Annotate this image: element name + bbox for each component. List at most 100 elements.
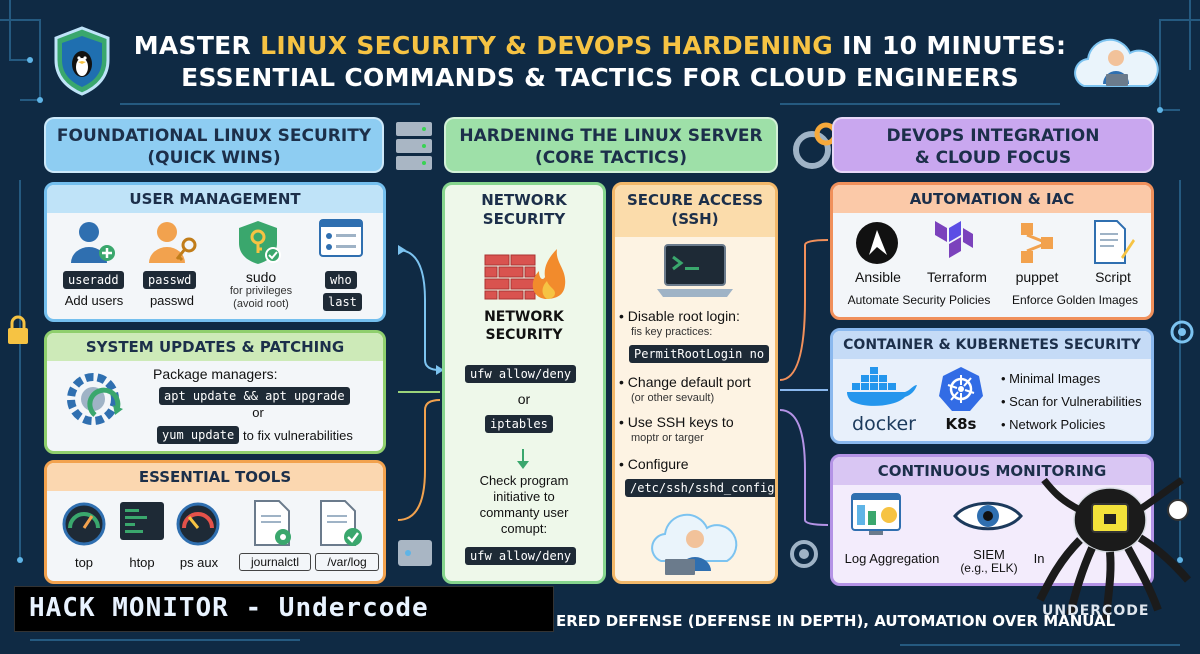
- bullet-3-line-2: moptr or targer: [631, 432, 704, 444]
- or-label: or: [517, 391, 531, 407]
- k8s-bullet: • Scan for Vulnerabilities: [1001, 394, 1142, 409]
- column-header-hardening: HARDENING THE LINUX SERVER (CORE TACTICS…: [444, 117, 778, 173]
- arrow-down-icon: [517, 449, 529, 469]
- k8s-bullet: • Minimal Images: [1001, 371, 1101, 386]
- column-header-foundational: FOUNDATIONAL LINUX SECURITY (QUICK WINS): [44, 117, 384, 173]
- yum-description: to fix vulnerabilities: [243, 428, 353, 443]
- heading-line: (SSH): [671, 210, 719, 228]
- package-managers-label: Package managers:: [153, 366, 278, 382]
- iac-tool-label: Script: [1095, 269, 1131, 285]
- panel-heading: AUTOMATION & IAC: [833, 185, 1151, 213]
- tool-label: journalctl: [239, 553, 311, 571]
- add-user-icon: [71, 222, 115, 263]
- iac-caption-1: Automate Security Policies: [847, 293, 991, 307]
- bullet-text: Configure: [627, 456, 689, 472]
- siem-example-label: (e.g., ELK): [960, 561, 1018, 575]
- heading-line: NETWORK: [481, 191, 567, 209]
- column-header-line: HARDENING THE LINUX SERVER: [459, 126, 763, 146]
- column-header-line: DEVOPS INTEGRATION: [886, 126, 1100, 146]
- title-highlight: LINUX SECURITY & DEVOPS HARDENING: [260, 31, 834, 60]
- panel-heading: USER MANAGEMENT: [47, 185, 383, 213]
- bullet-4-line-1: • Configure: [619, 456, 689, 472]
- column-header-line: (QUICK WINS): [147, 148, 281, 168]
- ufw-command: ufw allow/deny: [465, 365, 577, 383]
- bullet-1-line-2: fis key practices:: [631, 326, 713, 338]
- iac-tool-label: Terraform: [927, 269, 987, 285]
- column-header-devops: DEVOPS INTEGRATION & CLOUD FOCUS: [832, 117, 1154, 173]
- firewall-icon: [484, 249, 566, 300]
- panel-heading: SYSTEM UPDATES & PATCHING: [47, 333, 383, 361]
- permit-root-login-command: PermitRootLogin no: [629, 345, 770, 363]
- iac-tool-label: Ansible: [855, 269, 901, 285]
- tool-label: top: [74, 555, 94, 570]
- panel-heading: ESSENTIAL TOOLS: [47, 463, 383, 491]
- bullet-text: Scan for Vulnerabilities: [1009, 394, 1142, 409]
- column-header-line: & CLOUD FOCUS: [914, 148, 1072, 168]
- heading-line: SECURITY: [482, 210, 566, 228]
- automation-iac-panel: AUTOMATION & IAC Ansible Terraform puppe…: [830, 182, 1154, 320]
- docker-whale-icon: [847, 367, 917, 406]
- puppet-logo-icon: [1021, 223, 1053, 263]
- log-aggregation-label: Log Aggregation: [844, 551, 940, 566]
- essential-tools-panel: ESSENTIAL TOOLS top htop ps aux journalc…: [44, 460, 386, 584]
- tool-label: ps aux: [179, 555, 219, 570]
- sudo-shield-icon: [239, 221, 281, 264]
- secure-access-ssh-panel: SECURE ACCESS (SSH) • Disable root login…: [612, 182, 778, 584]
- cpu-gauge-icon: [176, 502, 220, 546]
- terminal-window-icon: [120, 502, 164, 540]
- kubernetes-logo-icon: [939, 367, 983, 411]
- title-prefix: MASTER: [133, 31, 261, 60]
- system-updates-panel: SYSTEM UPDATES & PATCHING Package manage…: [44, 330, 386, 454]
- title-line-2: ESSENTIAL COMMANDS & TACTICS FOR CLOUD E…: [181, 63, 1019, 92]
- k8s-bullet: • Network Policies: [1001, 417, 1106, 432]
- column-header-line: FOUNDATIONAL LINUX SECURITY: [56, 126, 372, 146]
- column-header-line: (CORE TACTICS): [535, 148, 687, 168]
- ufw-command-2: ufw allow/deny: [465, 547, 577, 565]
- update-gear-icon: [67, 373, 123, 425]
- useradd-command: useradd: [63, 271, 124, 289]
- log-file-check-icon: [320, 500, 362, 546]
- continuous-monitoring-panel: CONTINUOUS MONITORING Log Aggregation SI…: [830, 454, 1154, 586]
- heading-line: SECURE ACCESS: [626, 191, 764, 209]
- gauge-icon: [62, 502, 106, 546]
- docker-label: docker: [852, 413, 916, 435]
- user-key-icon: [149, 222, 197, 263]
- tool-label: /var/log: [315, 553, 379, 571]
- network-sub-line-1: NETWORK: [484, 309, 564, 325]
- k8s-label: K8s: [945, 415, 977, 433]
- iac-caption-2: Enforce Golden Images: [1011, 293, 1139, 307]
- partial-label: In: [1033, 551, 1045, 566]
- cloud-user-laptop-icon: [651, 513, 738, 575]
- footer-tagline: ERED DEFENSE (DEFENSE IN DEPTH), AUTOMAT…: [556, 612, 1116, 630]
- panel-heading: CONTAINER & KUBERNETES SECURITY: [833, 331, 1151, 359]
- bullet-2-line-2: (or other sevault): [631, 392, 715, 404]
- iptables-command: iptables: [485, 415, 553, 433]
- bullet-1-line-1: • Disable root login:: [619, 308, 740, 324]
- panel-heading: CONTINUOUS MONITORING: [833, 457, 1151, 485]
- or-label: or: [252, 405, 264, 420]
- bullet-text: Change default port: [627, 374, 751, 390]
- check-line-3: commanty user: [479, 505, 569, 520]
- bullet-text: Use SSH keys to: [627, 414, 734, 430]
- who-command: who: [325, 271, 357, 289]
- sshd-config-command: /etc/ssh/sshd_config: [625, 479, 775, 497]
- bullet-3-line-1: • Use SSH keys to: [619, 414, 734, 430]
- user-management-panel: USER MANAGEMENT useradd Add users passwd…: [44, 182, 386, 322]
- laptop-terminal-icon: [657, 244, 733, 297]
- check-line-1: Check program: [479, 473, 569, 488]
- eye-icon: [953, 501, 1023, 531]
- panel-heading: NETWORK SECURITY: [445, 185, 603, 229]
- check-line-4: comupt:: [500, 521, 548, 536]
- page-title: MASTER LINUX SECURITY & DEVOPS HARDENING…: [100, 30, 1100, 94]
- sudo-label: sudo: [245, 269, 277, 285]
- terraform-logo-icon: [935, 221, 973, 258]
- hack-monitor-banner: HACK MONITOR - Undercode: [14, 586, 554, 632]
- passwd-description: passwd: [149, 293, 195, 308]
- yum-command: yum update: [157, 426, 240, 444]
- user-list-window-icon: [319, 219, 363, 257]
- log-file-gear-icon: [254, 500, 291, 546]
- bullet-2-line-1: • Change default port: [619, 374, 751, 390]
- last-command: last: [323, 293, 362, 311]
- panel-heading: SECURE ACCESS (SSH): [615, 185, 775, 237]
- dashboard-icon: [851, 493, 901, 535]
